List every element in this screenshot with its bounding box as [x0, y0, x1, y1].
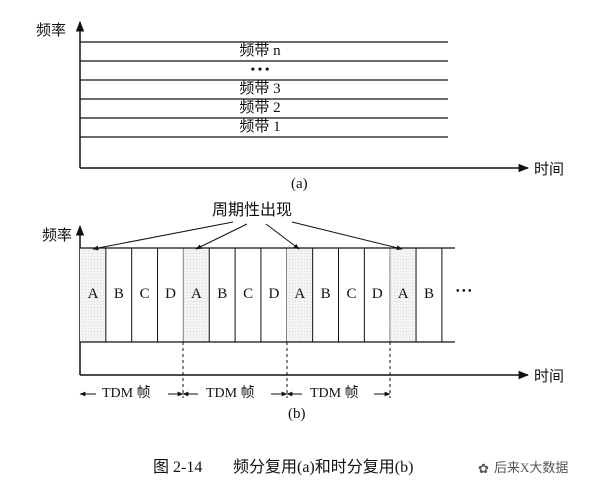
- period-arrow: [195, 223, 248, 250]
- band-ellipsis: • • •: [250, 62, 270, 76]
- tdm-sublabel: (b): [288, 406, 306, 422]
- slot-label: C: [346, 286, 357, 302]
- fdm-y-axis-label: 频率: [36, 23, 67, 39]
- caption-text: 频分复用(a)和时分复用(b): [233, 459, 414, 476]
- slot-label: B: [113, 286, 124, 302]
- period-arrow: [265, 223, 300, 250]
- slot-label: D: [165, 286, 176, 302]
- tdm-diagram: [75, 221, 530, 398]
- slot-label: C: [243, 286, 254, 302]
- slot-label: B: [424, 286, 435, 302]
- tdm-x-axis-label: 时间: [534, 369, 565, 385]
- band-label-3: 频带 3: [239, 81, 281, 97]
- slots-ellipsis: • • •: [456, 286, 472, 297]
- fdm-x-axis-label: 时间: [534, 162, 565, 178]
- tdm-frame-label: TDM 帧: [206, 386, 255, 401]
- watermark-icon: ✿: [478, 461, 489, 476]
- fdm-sublabel: (a): [291, 176, 308, 192]
- band-label-1: 频带 1: [239, 119, 281, 135]
- tdm-slot-grid: [80, 248, 443, 342]
- period-arrow: [291, 221, 403, 251]
- period-arrow: [92, 221, 234, 251]
- band-label-n: 频带 n: [239, 43, 281, 59]
- fdm-diagram: [75, 20, 530, 173]
- slot-label: A: [190, 286, 202, 302]
- caption-number: 图 2-14: [153, 459, 203, 476]
- slot-label: A: [294, 286, 306, 302]
- shaded-slot: [80, 248, 106, 342]
- tdm-frame-label: TDM 帧: [102, 386, 151, 401]
- tdm-frame-label: TDM 帧: [310, 386, 359, 401]
- band-label-2: 频带 2: [239, 100, 281, 116]
- period-annotation: 周期性出现: [212, 202, 293, 219]
- slot-label: D: [268, 286, 280, 302]
- shaded-slot: [286, 248, 313, 342]
- shaded-slot: [390, 248, 417, 342]
- tdm-y-axis-label: 频率: [42, 228, 73, 244]
- slot-label: C: [139, 286, 150, 302]
- watermark-text: 后来X大数据: [494, 460, 569, 475]
- slot-label: A: [397, 286, 409, 302]
- shaded-slot: [183, 248, 210, 342]
- slot-label: A: [87, 286, 99, 302]
- slot-label: D: [371, 286, 383, 302]
- slot-label: B: [320, 286, 331, 302]
- slot-label: B: [217, 286, 228, 302]
